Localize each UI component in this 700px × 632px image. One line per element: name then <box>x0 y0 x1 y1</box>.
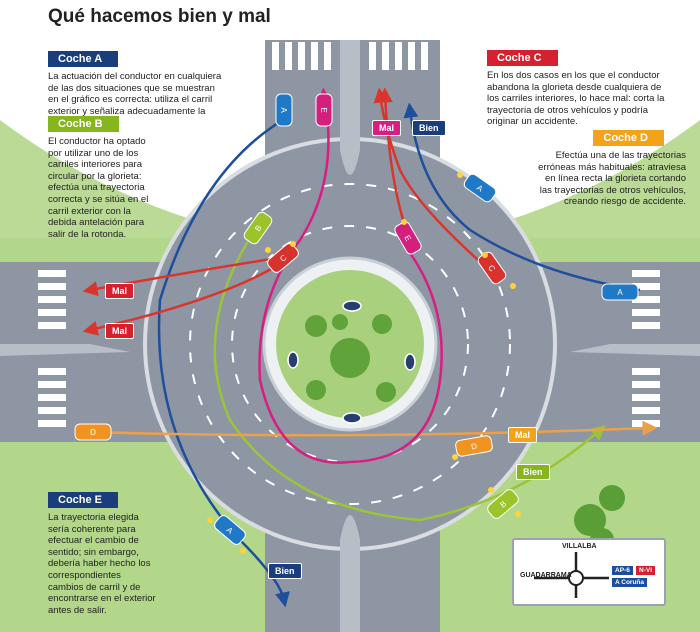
marker-mal-4: Mal <box>508 427 538 443</box>
car-a-east: A <box>601 283 639 301</box>
path-car-b <box>213 229 606 522</box>
sign-top-destination: VILLALBA <box>562 543 597 550</box>
svg-text:A: A <box>225 525 235 536</box>
car-a-bottom: A <box>214 515 246 545</box>
svg-text:A: A <box>475 183 485 194</box>
path-car-d <box>89 420 658 437</box>
car-d-label: Coche D <box>593 130 664 146</box>
marker-bien-1: Bien <box>412 120 446 136</box>
car-b-bottom: B <box>487 489 519 519</box>
svg-text:E: E <box>402 234 412 243</box>
car-a-label: Coche A <box>48 51 119 67</box>
panel-car-e: Coche E La trayectoria elegida sería coh… <box>48 490 156 616</box>
turn-signals <box>207 172 521 554</box>
south-median <box>340 515 360 632</box>
car-b-label: Coche B <box>48 116 119 132</box>
marker-mal-3: Mal <box>372 120 402 136</box>
island-signs <box>287 300 416 424</box>
svg-text:B: B <box>253 224 263 234</box>
marker-mal-2: Mal <box>105 323 135 339</box>
marker-bien-2: Bien <box>516 464 550 480</box>
svg-text:D: D <box>90 428 96 437</box>
car-d-description: Efectúa una de las trayectorias erróneas… <box>538 150 686 208</box>
svg-text:D: D <box>470 442 477 452</box>
car-c-description: En los dos casos en los que el conductor… <box>487 70 665 128</box>
marker-bien-3: Bien <box>268 563 302 579</box>
car-d-mid: D <box>455 435 493 457</box>
car-e-label: Coche E <box>48 492 119 508</box>
car-a-right: A <box>463 173 497 203</box>
car-d-west: D <box>74 423 112 441</box>
road-sign: VILLALBA GUADARRAMA AP-6 N-VI A Coruña <box>512 538 666 606</box>
sign-left-destination: GUADARRAMA <box>520 572 572 579</box>
north-median <box>340 40 360 175</box>
svg-text:C: C <box>278 253 288 264</box>
car-b: B <box>243 211 273 245</box>
island-bushes <box>305 314 396 402</box>
panel-car-d: Coche D Efectúa una de las trayectorias … <box>536 128 686 208</box>
svg-text:A: A <box>279 107 288 113</box>
svg-text:C: C <box>486 263 497 273</box>
car-e-top: E <box>315 93 333 127</box>
east-median <box>570 344 700 356</box>
path-car-c-2 <box>82 263 279 336</box>
path-car-e <box>258 124 443 464</box>
car-a-top: A <box>275 93 293 127</box>
west-median <box>0 344 130 356</box>
sign-bottom-destination: A Coruña <box>612 578 648 587</box>
road-sign-diagram <box>534 552 609 598</box>
car-e-mid: E <box>394 221 422 255</box>
panel-car-c: Coche C En los dos casos en los que el c… <box>487 48 673 128</box>
car-c-left: C <box>267 243 299 273</box>
sign-route-nvi: N-VI <box>636 566 655 575</box>
panel-car-b: Coche B El conductor ha optado por utili… <box>48 114 160 240</box>
lane-marking-outer <box>189 183 511 505</box>
path-car-a-top <box>403 102 641 292</box>
marker-mal-1: Mal <box>105 283 135 299</box>
sign-route-ap6: AP-6 <box>612 566 633 575</box>
car-b-description: El conductor ha optado por utilizar uno … <box>48 136 149 240</box>
svg-text:B: B <box>498 499 508 509</box>
car-e-description: La trayectoria elegida sería coherente p… <box>48 512 156 616</box>
path-car-a-bottom <box>157 118 290 608</box>
svg-text:E: E <box>319 107 328 112</box>
car-c-label: Coche C <box>487 50 558 66</box>
page-title: Qué hacemos bien y mal <box>48 6 271 27</box>
svg-text:A: A <box>617 288 623 297</box>
crosswalks <box>38 42 660 427</box>
